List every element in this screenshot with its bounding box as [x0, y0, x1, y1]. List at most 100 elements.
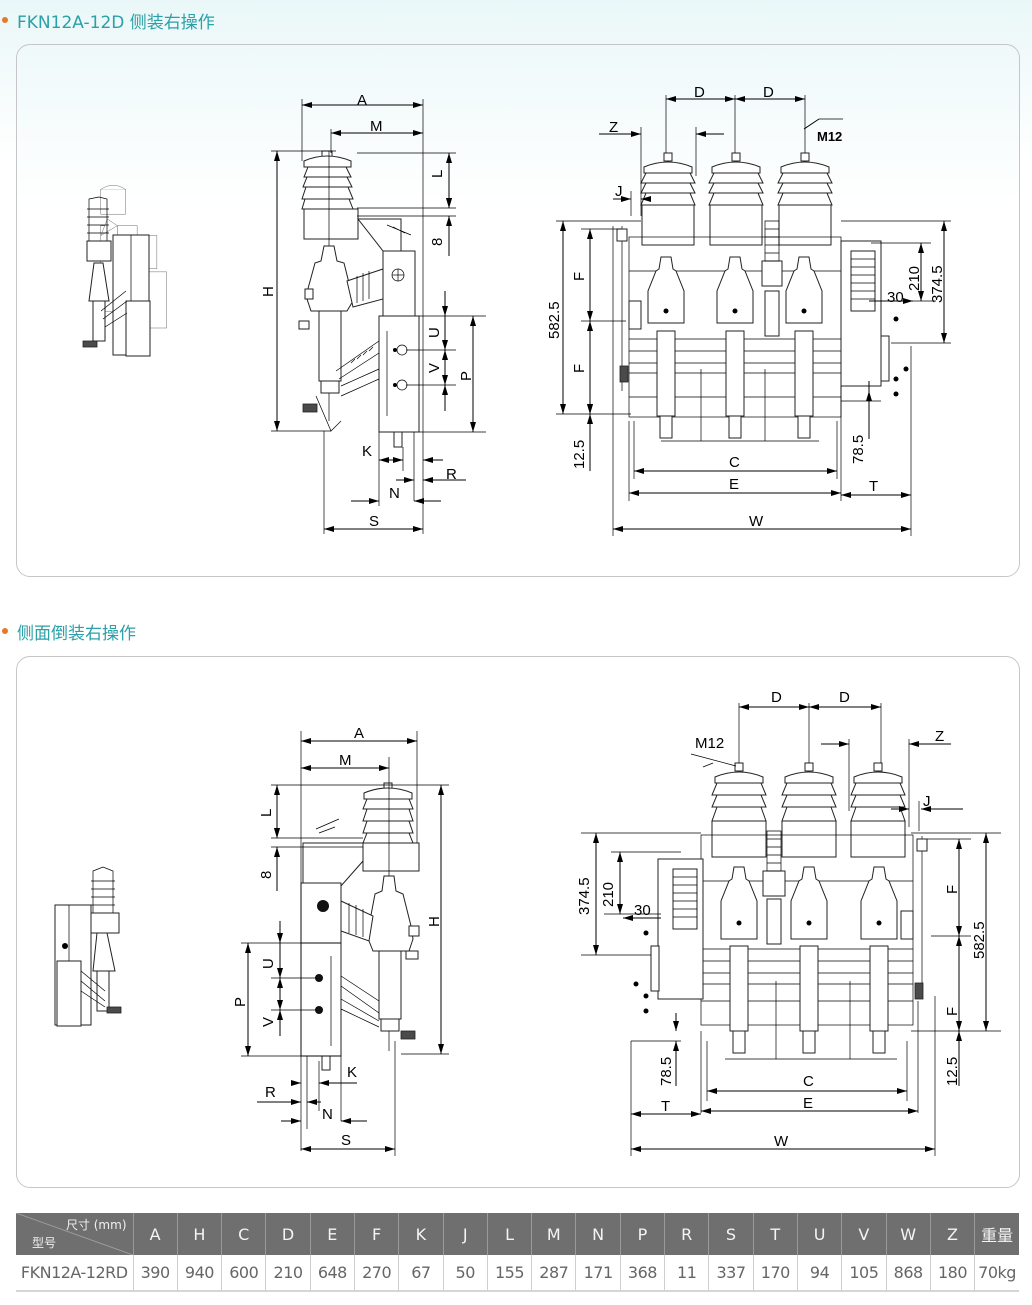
corner-top-label: 尺寸 (mm)	[65, 1218, 127, 1232]
column-header: L	[487, 1213, 533, 1255]
svg-text:W: W	[774, 1133, 789, 1150]
value-cell: 170	[753, 1255, 798, 1292]
svg-text:R: R	[446, 466, 457, 483]
fuse-holders	[647, 256, 823, 439]
column-header: H	[177, 1213, 223, 1255]
svg-text:F: F	[944, 885, 961, 894]
svg-text:E: E	[729, 476, 739, 493]
svg-text:S: S	[341, 1132, 351, 1149]
column-header: K	[398, 1213, 444, 1255]
table-row: FKN12A-12RD 390 940 600 210 648 270 67 5…	[16, 1255, 1019, 1292]
column-header: F	[354, 1213, 400, 1255]
column-header: J	[443, 1213, 488, 1255]
front-view-labels-1: D D Z M12 J F F 582.5 12.5 210 374.5 30 …	[546, 84, 946, 530]
value-cell: 180	[930, 1255, 976, 1292]
column-header: 重量	[974, 1213, 1019, 1255]
drawing-svg-1: A M H L 8 U V P K R N S	[82, 84, 951, 536]
svg-text:T: T	[869, 478, 878, 495]
column-header: U	[797, 1213, 843, 1255]
model-cell: FKN12A-12RD	[16, 1255, 134, 1292]
svg-text:12.5: 12.5	[944, 1057, 961, 1086]
svg-text:F: F	[571, 272, 588, 281]
svg-text:S: S	[369, 513, 379, 530]
value-cell: 390	[133, 1255, 178, 1292]
front-view-dims-2	[581, 703, 1001, 1156]
column-header: A	[133, 1213, 178, 1255]
insulators	[640, 152, 833, 246]
svg-text:8: 8	[429, 238, 446, 246]
svg-text:H: H	[260, 286, 277, 297]
svg-text:J: J	[615, 183, 623, 200]
svg-text:D: D	[694, 84, 705, 101]
value-cell: 210	[265, 1255, 311, 1292]
svg-text:P: P	[458, 371, 475, 381]
svg-text:V: V	[260, 1017, 277, 1027]
side-view-1	[298, 150, 420, 448]
section-title-1: FKN12A-12D 侧装右操作	[0, 8, 215, 33]
svg-text:E: E	[803, 1095, 813, 1112]
svg-text:M12: M12	[695, 735, 724, 752]
column-header: Z	[930, 1213, 976, 1255]
svg-text:M12: M12	[817, 129, 842, 144]
svg-text:K: K	[347, 1064, 357, 1081]
side-view-labels-2: A M L 8 H U V P K R N S	[232, 725, 443, 1149]
front-view-1	[616, 152, 909, 442]
value-cell: 67	[398, 1255, 444, 1292]
value-cell: 940	[177, 1255, 223, 1292]
value-cell: 270	[354, 1255, 400, 1292]
drawing-svg-2: A M L 8 H U V P K R N S	[54, 689, 1001, 1156]
column-header: M	[531, 1213, 577, 1255]
svg-text:D: D	[839, 689, 850, 706]
thumbnail-drawing-1	[82, 196, 151, 357]
column-header: R	[664, 1213, 710, 1255]
svg-text:U: U	[426, 327, 443, 338]
value-cell: 50	[443, 1255, 488, 1292]
svg-text:T: T	[661, 1098, 670, 1115]
svg-text:N: N	[322, 1106, 333, 1123]
svg-text:A: A	[357, 92, 367, 109]
side-view-labels-1: A M H L 8 U V P K R N S	[260, 92, 475, 530]
bullet-icon	[2, 17, 8, 23]
svg-text:374.5: 374.5	[929, 265, 946, 303]
value-cell: 868	[886, 1255, 931, 1292]
value-cell: 171	[575, 1255, 621, 1292]
svg-text:N: N	[389, 485, 400, 502]
svg-text:M: M	[339, 752, 352, 769]
svg-text:L: L	[258, 809, 275, 817]
value-cell: 337	[708, 1255, 754, 1292]
value-cell: 287	[531, 1255, 577, 1292]
svg-text:374.5: 374.5	[576, 877, 593, 915]
table-header-row: 尺寸 (mm) 型号 A H C D E F K J L M N P R S T…	[16, 1213, 1019, 1255]
svg-text:V: V	[426, 363, 443, 373]
svg-text:30: 30	[887, 289, 904, 306]
value-cell: 11	[664, 1255, 710, 1292]
thumbnail-drawing-2	[54, 866, 122, 1027]
bullet-icon	[2, 628, 8, 634]
svg-text:30: 30	[634, 902, 651, 919]
value-cell: 368	[620, 1255, 666, 1292]
svg-text:D: D	[771, 689, 782, 706]
svg-text:210: 210	[600, 882, 617, 907]
front-view-dims-1	[556, 95, 951, 536]
svg-text:L: L	[429, 170, 446, 178]
section-title-text: 侧面倒装右操作	[17, 623, 136, 644]
column-header: D	[265, 1213, 311, 1255]
front-view-labels-2: D D Z M12 J F F 582.5 12.5 210 374.5 30 …	[576, 689, 988, 1150]
svg-text:U: U	[260, 958, 277, 969]
svg-text:210: 210	[906, 266, 923, 291]
column-header: N	[575, 1213, 621, 1255]
section-title-text: FKN12A-12D 侧装右操作	[17, 12, 215, 33]
svg-text:12.5: 12.5	[571, 440, 588, 469]
value-cell: 70kg	[974, 1255, 1019, 1292]
svg-text:D: D	[763, 84, 774, 101]
svg-text:F: F	[571, 364, 588, 373]
column-header: V	[841, 1213, 887, 1255]
svg-text:J: J	[923, 793, 931, 810]
value-cell: 105	[841, 1255, 887, 1292]
side-view-dims-1	[271, 99, 486, 534]
svg-text:R: R	[265, 1084, 276, 1101]
svg-text:A: A	[354, 725, 364, 742]
corner-bottom-label: 型号	[32, 1236, 57, 1250]
svg-text:C: C	[729, 454, 740, 471]
svg-text:582.5: 582.5	[971, 921, 988, 959]
